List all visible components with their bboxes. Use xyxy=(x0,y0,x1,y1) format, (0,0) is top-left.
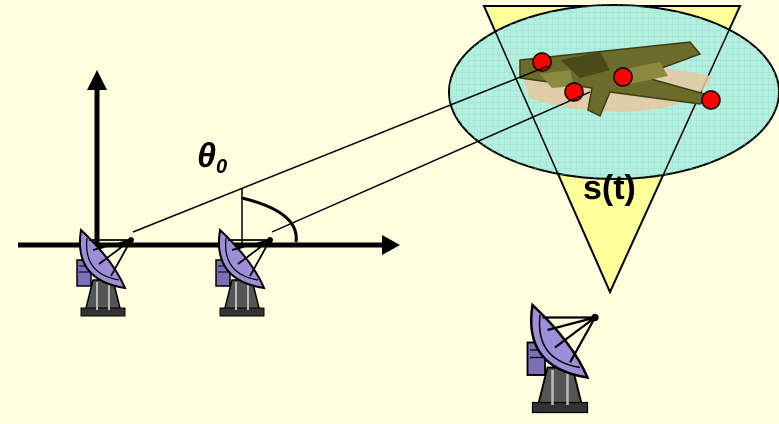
scatterer-marker xyxy=(701,90,721,110)
scatterer-marker xyxy=(613,67,633,87)
angle-symbol: θ xyxy=(197,137,216,175)
angle-label: θ0 xyxy=(197,139,227,177)
signal-label: s(t) xyxy=(583,169,636,207)
line-of-sight xyxy=(271,91,591,233)
x-axis-arrowhead xyxy=(382,235,400,255)
line-of-sight xyxy=(132,65,549,233)
y-axis-arrowhead xyxy=(87,70,107,90)
angle-subscript: 0 xyxy=(215,156,228,178)
angle-arc xyxy=(241,196,298,243)
satellite-dish-icon xyxy=(526,303,600,414)
